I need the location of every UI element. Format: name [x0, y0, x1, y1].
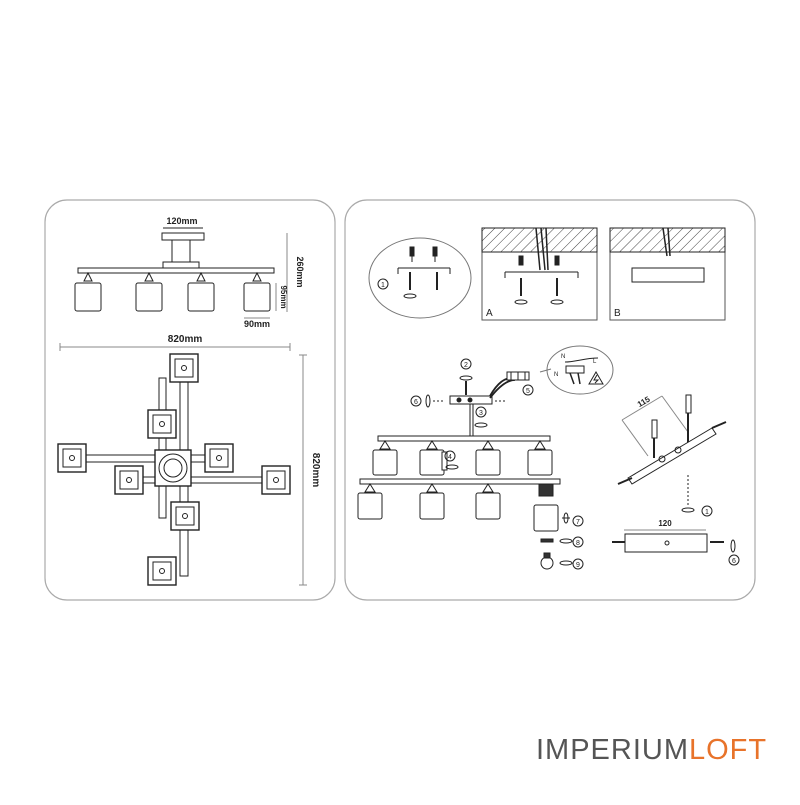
- plan-shade-8: [147, 556, 177, 586]
- plan-shade-7: [170, 501, 200, 531]
- shade-2: [135, 271, 163, 312]
- plan-shade-1: [169, 353, 199, 383]
- dim-canopy-width: 120mm: [166, 216, 197, 226]
- left-panel-frame: [44, 199, 336, 601]
- shade-4: [243, 271, 271, 312]
- shade-1: [74, 271, 102, 312]
- side-elevation: 120mm 260mm 95mm 90mm: [74, 216, 305, 329]
- dim-span-depth: 820mm: [310, 453, 321, 488]
- bracket-spacing: 115: [636, 394, 652, 409]
- panel-a: A: [481, 227, 598, 321]
- step-9-label: 9: [576, 562, 580, 569]
- assembly-shade-2: [419, 440, 445, 476]
- plan-shade-5: [114, 465, 144, 495]
- wire-l-label: L: [593, 359, 597, 365]
- hub: [154, 449, 192, 487]
- step-4-label: 4: [448, 454, 452, 461]
- plan-shade-6: [261, 465, 291, 495]
- bracket-detail: 115 1 120 6: [612, 394, 740, 566]
- shade-3: [187, 271, 215, 312]
- assembly-shade-5: [357, 483, 383, 520]
- assembly-shade-6: [419, 483, 445, 520]
- bulb-icon: [540, 552, 554, 570]
- step-7-label: 7: [576, 519, 580, 526]
- ceiling-hatch: [481, 227, 598, 253]
- step-1-label-b: 1: [705, 509, 709, 516]
- assembly-shade-7: [475, 483, 501, 520]
- brand-part-1: IMPERIUM: [536, 734, 689, 766]
- step-1-detail: 1: [368, 237, 472, 319]
- panel-b: B: [609, 227, 726, 321]
- wall-plug-icon: [409, 246, 415, 262]
- step-2-label: 2: [464, 362, 468, 369]
- dim-total-height: 260mm: [295, 256, 305, 287]
- wall-plug-icon: [554, 255, 560, 266]
- exploded-assembly: 6 2 5 N L N 3: [357, 345, 614, 570]
- ceiling-hatch: [609, 227, 726, 253]
- mounting-bracket: [627, 427, 717, 485]
- wall-plug-icon: [432, 246, 438, 262]
- ring-icon: [540, 538, 554, 543]
- plan-view: 820mm 820mm: [57, 334, 321, 586]
- plan-shade-2: [147, 409, 177, 439]
- dim-shade-height: 95mm: [279, 285, 288, 308]
- dim-shade-width: 90mm: [244, 319, 270, 329]
- plan-shade-3: [57, 443, 87, 473]
- canopy-cover: [624, 533, 708, 553]
- panel-a-label: A: [486, 308, 493, 319]
- wire-n-label-2: N: [554, 372, 558, 378]
- warning-icon: [588, 371, 604, 385]
- dim-span-width: 820mm: [168, 334, 203, 345]
- step-6-label-b: 6: [732, 558, 736, 565]
- lamp-holder: [538, 483, 554, 497]
- step-8-label: 8: [576, 540, 580, 547]
- step-5-label: 5: [526, 388, 530, 395]
- plan-shade-4: [204, 443, 234, 473]
- arm-bar: [77, 267, 275, 274]
- assembly-shade-3: [475, 440, 501, 476]
- wire-n-label: N: [561, 354, 565, 360]
- step-3-label: 3: [479, 410, 483, 417]
- brand-logo: IMPERIUMLOFT: [536, 734, 767, 767]
- panel-b-label: B: [614, 308, 621, 319]
- right-panel-frame: [344, 199, 756, 601]
- bracket-length: 120: [658, 519, 672, 528]
- wall-plug-icon: [518, 255, 524, 266]
- screw-icon: [651, 419, 658, 458]
- assembly-shade-1: [372, 440, 398, 476]
- assembly-shade-4: [527, 440, 553, 476]
- canopy: [161, 232, 205, 241]
- mounted-canopy: [631, 267, 705, 283]
- loose-shade: [533, 504, 559, 532]
- step-6-label: 6: [414, 399, 418, 406]
- step-1-label: 1: [381, 282, 385, 289]
- screw-icon: [685, 394, 692, 446]
- rotate-icon: [403, 293, 417, 299]
- brand-part-2: LOFT: [689, 734, 768, 766]
